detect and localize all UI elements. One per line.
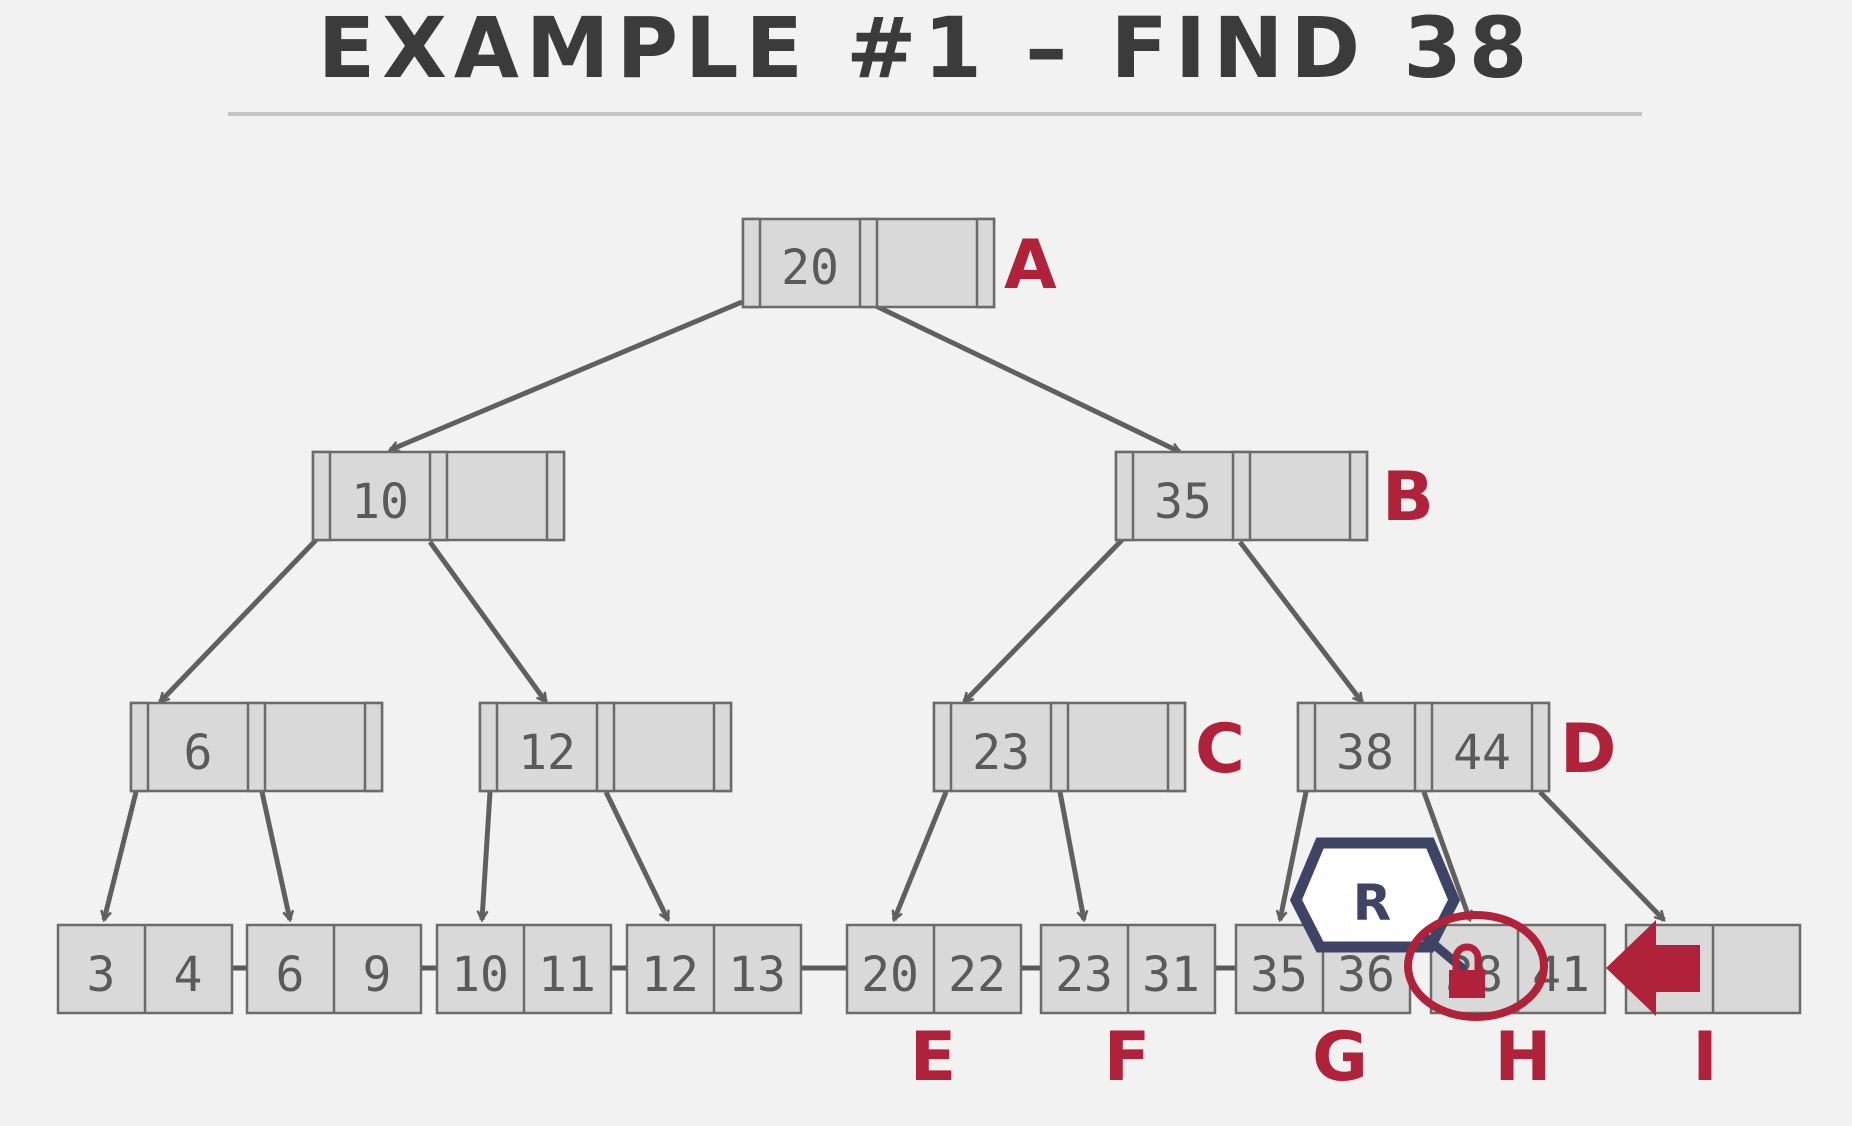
leaf-key: 13: [728, 947, 786, 1003]
leaf-node: 10 11: [435, 923, 613, 1015]
leaf-label: G: [1312, 1018, 1368, 1097]
node-D: 38 44 D: [1296, 701, 1616, 793]
leaf-key: 35: [1250, 947, 1308, 1003]
left-arrow-icon: [1606, 920, 1700, 1016]
leaf-key: 31: [1142, 947, 1200, 1003]
leaf-key: 20: [861, 947, 919, 1003]
leaf-key: 3: [87, 947, 116, 1003]
read-latch-label: R: [1353, 874, 1392, 932]
edge-n10-n6: [158, 538, 318, 702]
edge-n12-leaf4: [603, 790, 671, 920]
leaf-label: F: [1104, 1018, 1150, 1097]
edge-D-leafG: [1280, 791, 1309, 920]
edge-D-leafI: [1538, 790, 1666, 920]
leaf-label: I: [1692, 1018, 1717, 1097]
node-n12: 12: [478, 701, 733, 793]
leaf-node: 6 9: [245, 923, 423, 1015]
leaf-node-E: 20 22 E: [845, 923, 1023, 1097]
leaf-key: 12: [641, 947, 699, 1003]
leaf-key: 11: [538, 947, 596, 1003]
leaf-key: 6: [276, 947, 305, 1003]
leaf-node: 3 4: [56, 923, 234, 1015]
edge-n10-n12: [427, 540, 549, 702]
edge-C-leafE: [894, 791, 949, 920]
edge-A-B: [874, 303, 1180, 455]
node-B: 35 B: [1114, 450, 1434, 542]
leaf-key: 10: [451, 947, 509, 1003]
edge-n6-leaf1: [104, 791, 139, 920]
leaf-key: 9: [363, 947, 392, 1003]
edge-D-leafH: [1421, 791, 1470, 920]
node-key: 38: [1336, 725, 1394, 781]
node-key: 6: [184, 725, 213, 781]
node-label: C: [1195, 710, 1245, 789]
node-label: A: [1004, 226, 1057, 305]
read-latch-hexagon-icon: R: [1289, 837, 1461, 953]
leaf-label: H: [1495, 1018, 1552, 1097]
node-key: 12: [518, 725, 576, 781]
edge-B-D: [1238, 540, 1364, 702]
leaf-key: 22: [948, 947, 1006, 1003]
node-label: D: [1560, 710, 1616, 789]
node-label: B: [1382, 458, 1434, 537]
tree-edges: [104, 299, 1666, 920]
leaf-node: 12 13: [625, 923, 803, 1015]
leaf-key: 36: [1337, 947, 1395, 1003]
node-key: 10: [351, 474, 409, 530]
edge-n12-leaf3: [482, 791, 493, 920]
padlock-icon: [1449, 943, 1485, 998]
node-C: 23 C: [932, 701, 1245, 793]
node-n6: 6: [129, 701, 384, 793]
node-key: 20: [781, 240, 839, 296]
title-divider: [228, 112, 1642, 116]
node-key: 35: [1154, 474, 1212, 530]
page-title: EXAMPLE #1 – FIND 38: [317, 0, 1535, 97]
leaf-node-F: 23 31 F: [1039, 923, 1217, 1097]
node-n10: 10: [311, 450, 566, 542]
edge-B-C: [964, 538, 1124, 702]
node-A: 20 A: [741, 217, 1057, 309]
edge-n6-leaf2: [259, 791, 290, 920]
leaf-key: 23: [1055, 947, 1113, 1003]
leaf-label: E: [910, 1018, 956, 1097]
node-key: 23: [972, 725, 1030, 781]
edge-C-leafF: [1057, 791, 1084, 920]
node-key: 44: [1453, 725, 1511, 781]
leaf-key: 4: [174, 947, 203, 1003]
edge-A-n10: [390, 299, 743, 450]
